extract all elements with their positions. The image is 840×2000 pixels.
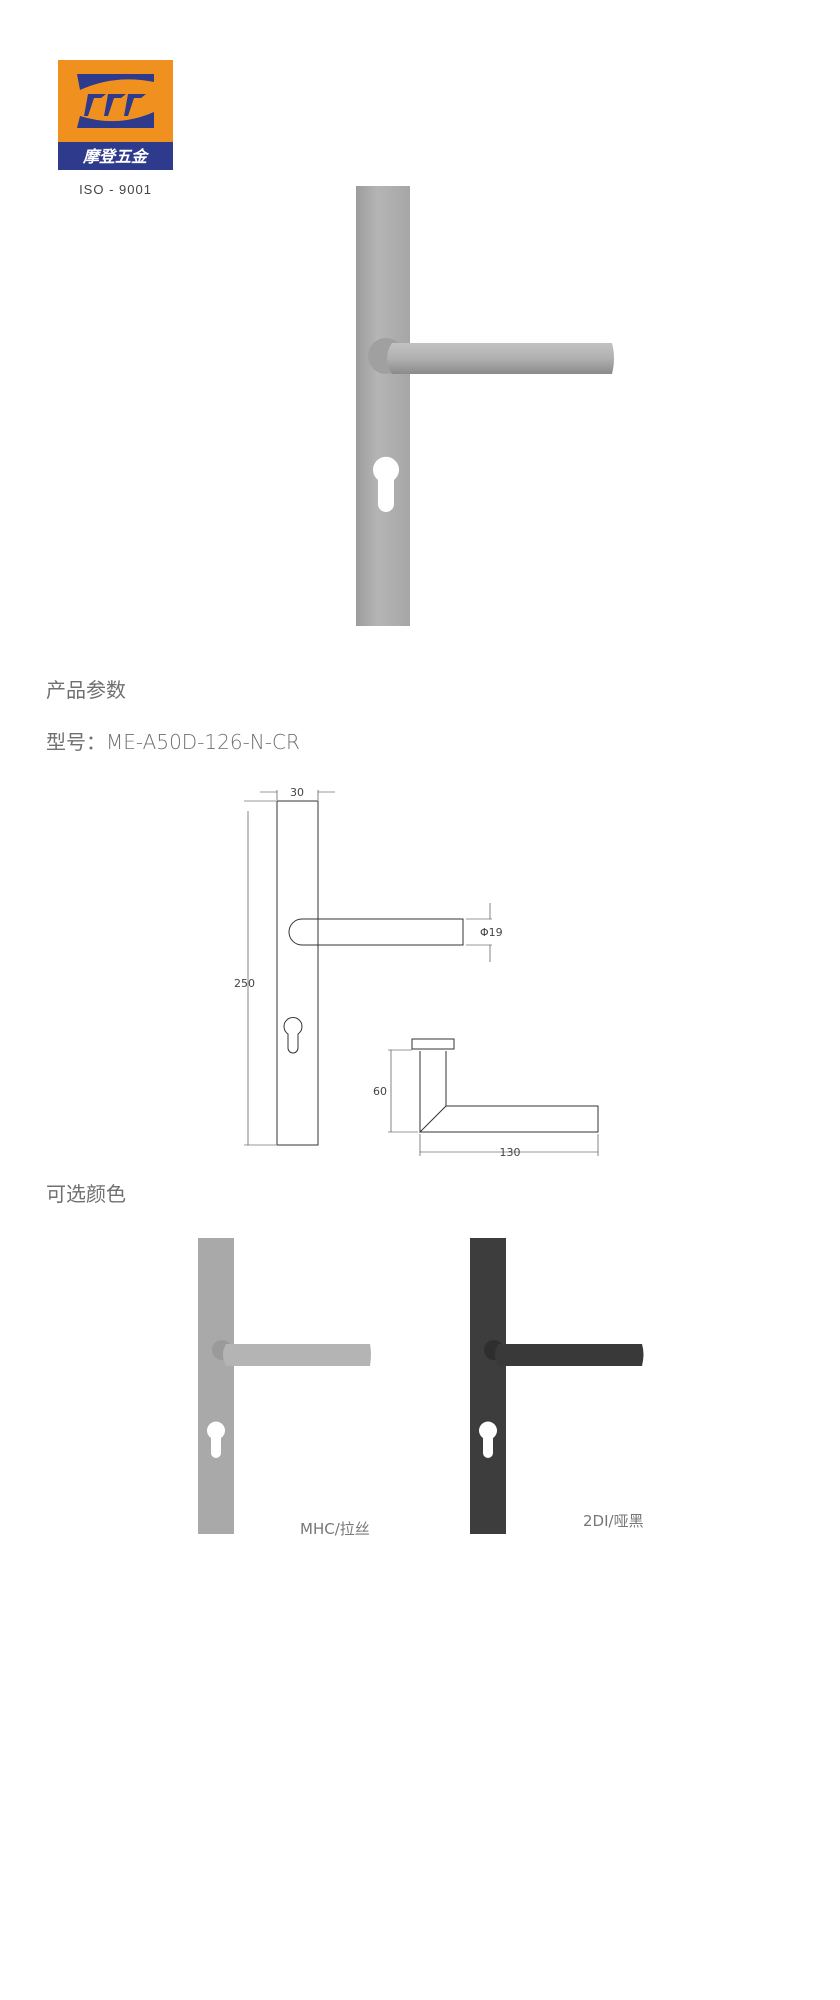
- projection-dimension: 60: [373, 1085, 387, 1098]
- svg-text:摩登五金: 摩登五金: [82, 147, 150, 166]
- colors-title: 可选颜色: [46, 1182, 126, 1206]
- variant-label-matte-black: 2DI/哑黑: [583, 1512, 644, 1530]
- brand-logo: 摩登五金: [58, 60, 173, 170]
- model-number: 型号：ME-A50D-126-N-CR: [46, 730, 300, 754]
- variant-brushed: [190, 1232, 390, 1547]
- length-dimension: 130: [500, 1146, 521, 1159]
- diameter-dimension: Φ19: [480, 926, 503, 939]
- width-dimension: 30: [290, 786, 304, 799]
- params-title: 产品参数: [46, 678, 126, 702]
- variant-matte-black: [462, 1232, 662, 1547]
- product-render: [340, 180, 630, 635]
- iso-certification: ISO - 9001: [79, 182, 152, 197]
- variant-label-brushed: MHC/拉丝: [300, 1520, 370, 1538]
- technical-drawing: 30 250 Φ19 60 130: [230, 770, 630, 1165]
- height-dimension: 250: [234, 977, 255, 990]
